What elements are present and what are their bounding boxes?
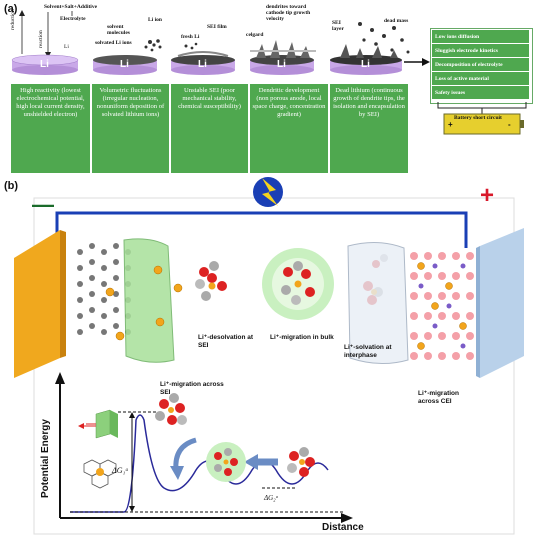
battery-label: Battery short circuit xyxy=(454,115,502,121)
desolvation-label: Li⁺-desolvation at SEI xyxy=(198,334,254,349)
dendrites-label: dendrites toward cathode tip growth velo… xyxy=(266,4,311,22)
solvent-salt-additive-label: Solvent+Salt+Additive xyxy=(44,4,98,10)
box-high-reactivity: High reactivity (lowest electrochemical … xyxy=(11,84,90,173)
issue-low-ions-diffusion: Low ions diffusion xyxy=(432,30,529,44)
x-axis-label: Distance xyxy=(322,522,364,533)
migration-bulk-label: Li⁺-migration in bulk xyxy=(270,334,334,341)
solvation-interphase-label: Li⁺-solvation at interphase xyxy=(344,344,392,359)
sei-layer-label: SEI layer xyxy=(332,20,344,32)
li-small-label: Li xyxy=(64,44,69,50)
disk-1-label: Li xyxy=(40,59,49,70)
li-disk-4 xyxy=(250,55,314,75)
sei-film-label: SEI film xyxy=(207,24,227,30)
battery-plus: + xyxy=(448,120,453,129)
plus-terminal: + xyxy=(480,182,495,209)
battery-minus: - xyxy=(508,120,511,129)
electrolyte-label: Electrolyte xyxy=(60,16,86,22)
celgard-label: celgard xyxy=(246,32,264,38)
box-volumetric-fluctuations: Volumetric fluctuations (irregular nucle… xyxy=(92,84,169,173)
y-axis-label: Potential Energy xyxy=(40,419,51,498)
li-disk-3 xyxy=(171,55,235,75)
li-disk-2 xyxy=(93,55,157,75)
li-disk-1 xyxy=(11,54,79,75)
panel-a-label: (a) xyxy=(4,3,18,15)
delta-g2-label: ΔG₂ᵃ xyxy=(264,494,279,502)
solvated-li-ions-label: solvated Li ions xyxy=(95,40,132,46)
issue-safety: Safety issues xyxy=(432,86,529,100)
minus-terminal: — xyxy=(32,192,54,217)
issue-loss-active-material: Loss of active material xyxy=(432,72,529,86)
issues-panel xyxy=(430,28,533,104)
box-unstable-sei: Unstable SEI (poor mechanical stability,… xyxy=(171,84,248,173)
solvent-molecules-label: solvent molecules xyxy=(107,24,130,36)
li-ion-label: Li ion xyxy=(148,17,162,23)
issue-sluggish-kinetics: Sluggish electrode kinetics xyxy=(432,44,529,58)
battery-bracket xyxy=(437,102,527,135)
cluster-left xyxy=(195,261,227,301)
panel-b-label: (b) xyxy=(4,180,19,192)
panel-a-illustration xyxy=(11,10,430,75)
box-dendritic-development: Dendritic development (non porous anode,… xyxy=(250,84,328,173)
box-dead-lithium: Dead lithium (continuous growth of dendr… xyxy=(330,84,408,173)
disk-5-label: Li xyxy=(361,59,370,70)
delta-g1-label: ΔG₁ᵃ xyxy=(112,466,129,475)
disk-4-label: Li xyxy=(277,59,286,70)
issue-electrolyte-decomposition: Decomposition of electrolyte xyxy=(432,58,529,72)
disk-2-label: Li xyxy=(120,59,129,70)
dead-mass-label: dead mass xyxy=(384,18,409,24)
disk-3-label: Li xyxy=(198,59,207,70)
fresh-li-label: fresh Li xyxy=(181,34,200,40)
migration-cei-label: Li⁺-migration across CEI xyxy=(418,390,459,405)
migration-sei-label: Li⁺-migration across SEI xyxy=(160,381,224,396)
